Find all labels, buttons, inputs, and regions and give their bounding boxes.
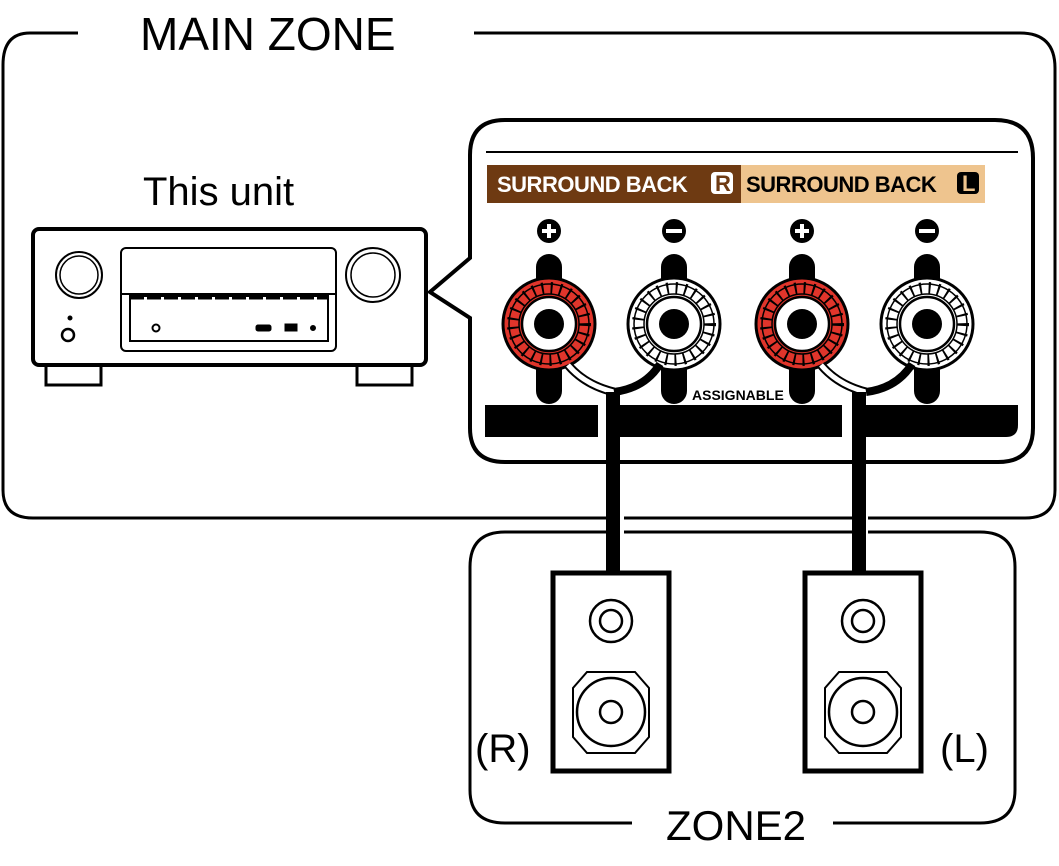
plus-icon [790,219,814,243]
speaker-r-label: (R) [475,727,531,771]
unit-title: This unit [143,170,294,214]
terminal-l-negative [881,278,973,370]
av-receiver [31,227,428,387]
terminal-l-positive [756,278,848,370]
main-zone-title: MAIN ZONE [140,8,396,60]
speaker-l-label: (L) [940,727,989,771]
speaker-r [553,573,669,771]
zone2-frame [468,530,1017,825]
plus-icon [537,219,561,243]
channel-label-l: SURROUND BACK [746,172,937,197]
speaker-wire-r [564,361,664,572]
speaker-wire-l [817,361,916,572]
channel-badge-l: L [962,171,975,196]
polarity-symbols [537,219,939,243]
assignable-label: ASSIGNABLE [692,387,784,403]
channel-label-r: SURROUND BACK [497,172,688,197]
channel-band-l: SURROUND BACK L [741,165,985,203]
main-zone-frame [1,31,1057,520]
channel-badge-r: R [715,171,731,196]
terminal-r-negative [628,278,720,370]
zone2-title: ZONE2 [666,802,806,849]
channel-band-r: SURROUND BACK R [487,165,741,203]
panel-bottom-strip [485,405,1018,437]
terminal-r-positive [503,278,595,370]
speaker-l [805,573,921,771]
minus-icon [915,219,939,243]
minus-icon [662,219,686,243]
